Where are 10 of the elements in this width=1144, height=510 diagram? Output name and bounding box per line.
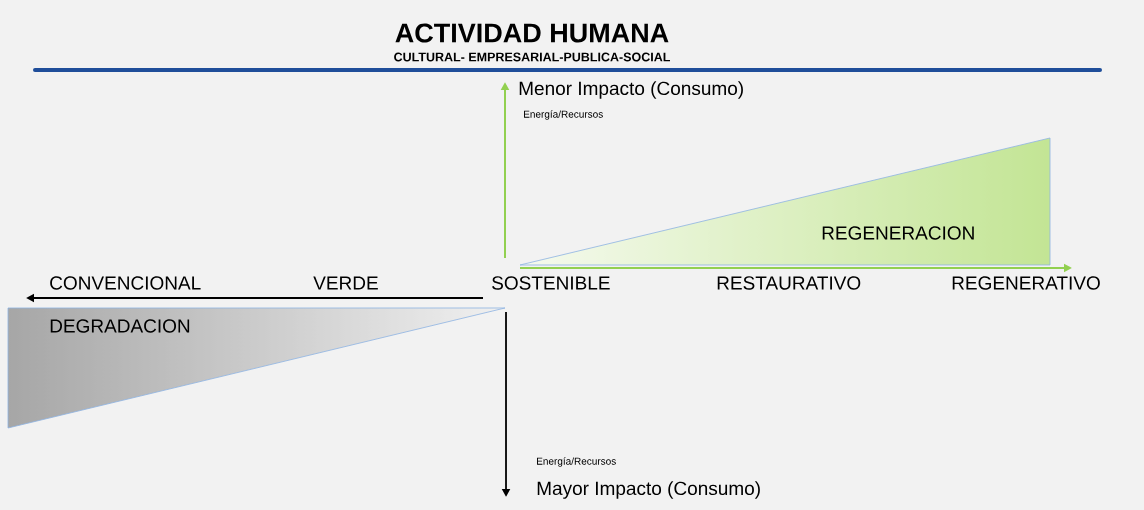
- axis-note: Energía/Recursos: [524, 110, 603, 120]
- axis-label: Mayor Impacto (Consumo): [537, 481, 760, 499]
- scale-label: REGENERATIVO: [952, 276, 1100, 290]
- axis-note: Energía/Recursos: [537, 457, 616, 467]
- subtitle: CULTURAL- EMPRESARIAL-PUBLICA-SOCIAL: [394, 52, 670, 62]
- title: ACTIVIDAD HUMANA: [395, 23, 669, 43]
- scale-label: SOSTENIBLE: [492, 276, 610, 290]
- scale-label: VERDE: [313, 276, 378, 290]
- scale-label: CONVENCIONAL: [50, 276, 201, 290]
- axis-label: Menor Impacto (Consumo): [519, 81, 743, 99]
